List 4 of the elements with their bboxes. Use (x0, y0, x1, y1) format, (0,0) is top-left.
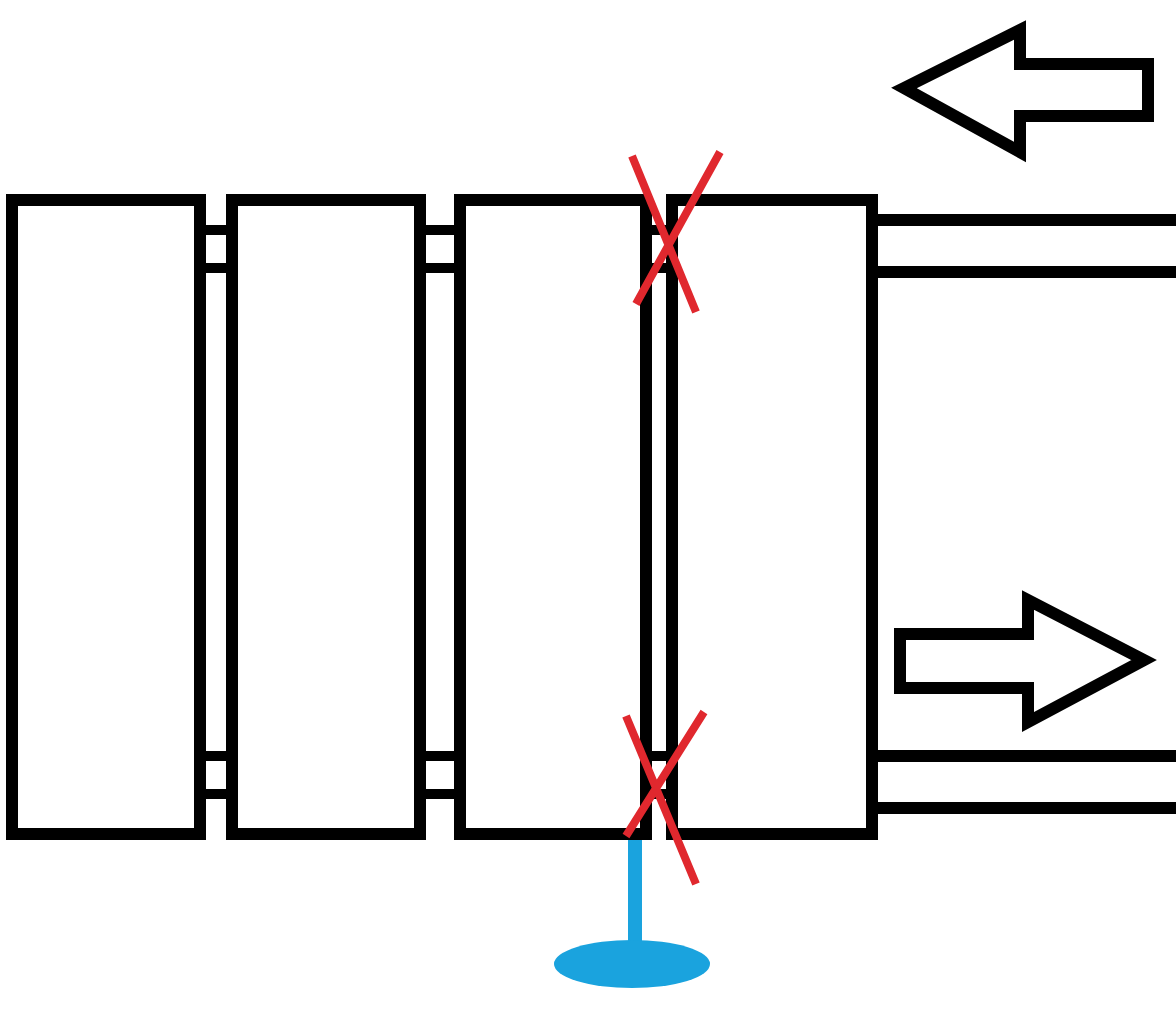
radiator-section (226, 194, 426, 840)
radiator-section (666, 194, 878, 840)
radiator-section (6, 194, 206, 840)
radiator-section (454, 194, 652, 840)
